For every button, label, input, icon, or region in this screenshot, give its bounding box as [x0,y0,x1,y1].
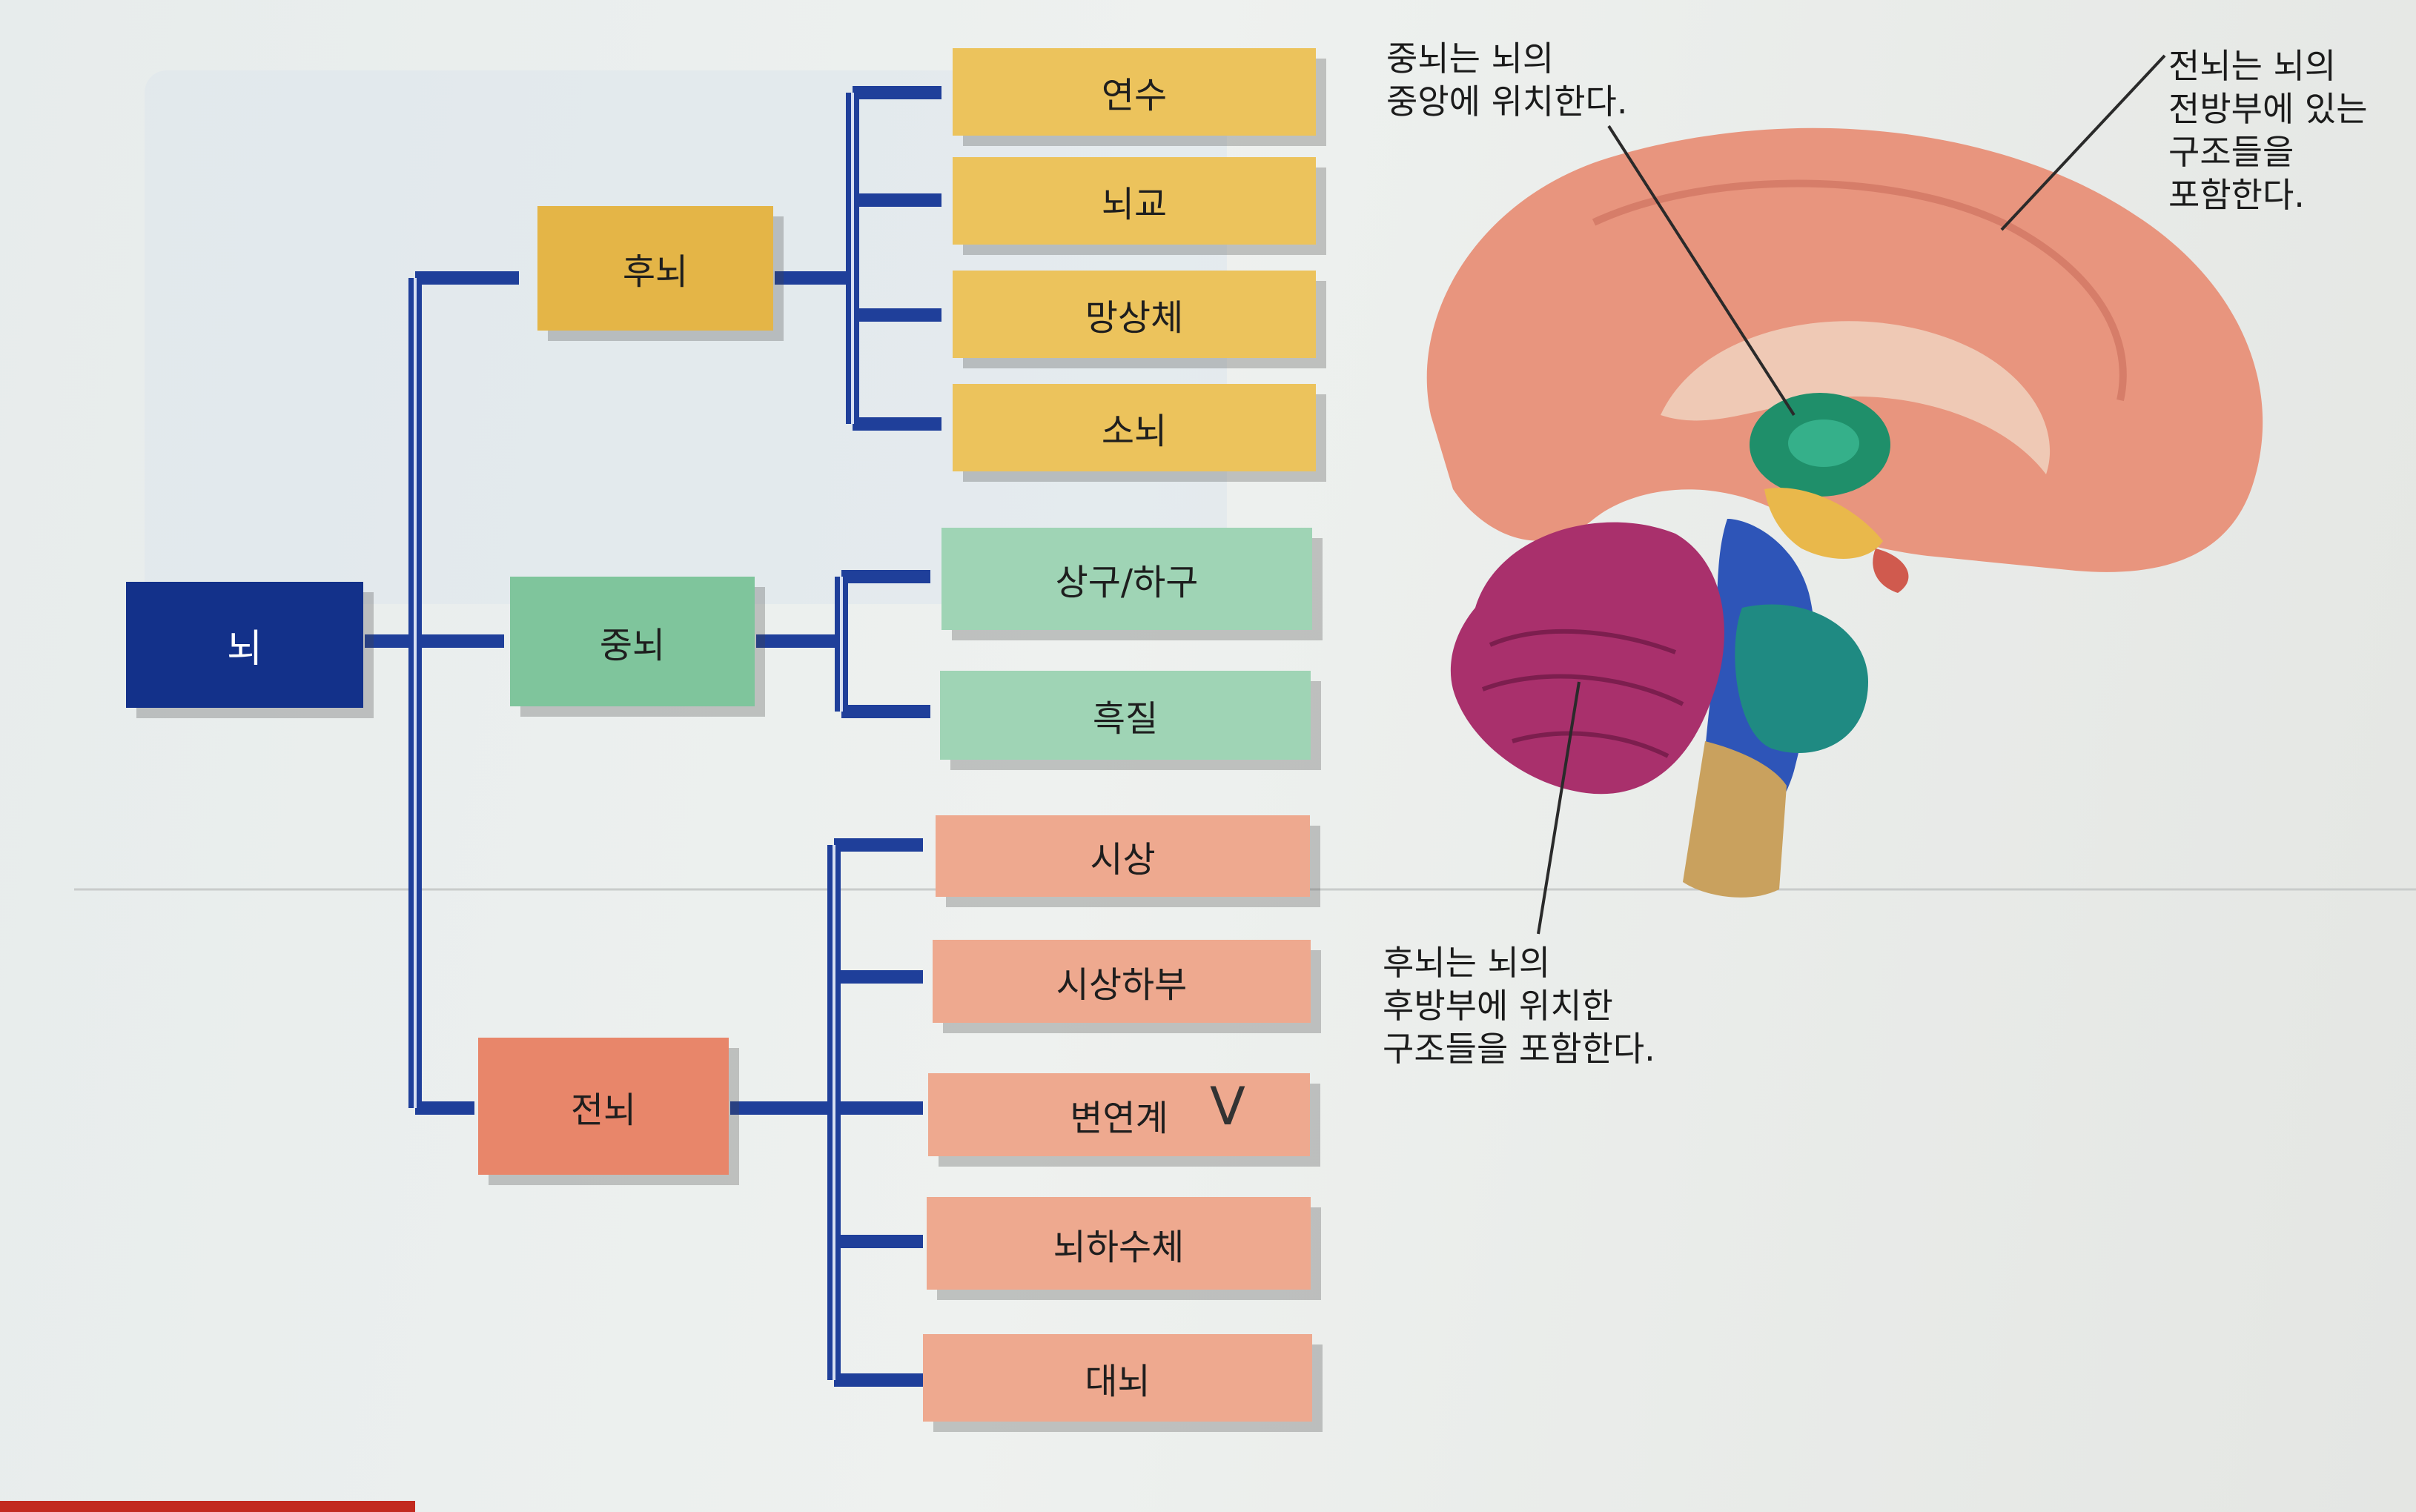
spinal-cord [1683,741,1787,898]
pituitary [1873,548,1909,593]
cerebellum [1450,522,1724,795]
hindbrain-label: 후뇌 [622,251,689,293]
midbrain-label: 중뇌 [599,624,666,666]
hindbrain-part-label: 뇌교 [1101,184,1168,225]
hindbrain-callout: 후뇌는 뇌의 후방부에 위치한 구조들을 포함한다. [1383,943,1655,1069]
cerebellum-folds [1481,629,1684,758]
forebrain-part-5: 대뇌 [923,1334,1312,1422]
hindbrain-node: 후뇌 [537,206,773,331]
root-node-brain: 뇌 [126,582,363,708]
midbrain-part-label: 흑질 [1092,698,1159,740]
forebrain-leader [2000,54,2166,231]
hindbrain-part-3: 망상체 [953,271,1316,358]
hindbrain-leader [1537,681,1581,935]
forebrain-label: 전뇌 [570,1089,637,1131]
hindbrain-part-2: 뇌교 [953,157,1316,245]
hypothalamus [1764,488,1883,559]
connector-highlights [414,93,854,1380]
brain-illustration [1426,127,2263,898]
hindbrain-part-label: 망상체 [1085,297,1184,339]
forebrain-node: 전뇌 [478,1038,729,1175]
handwritten-check-mark: V [1210,1076,1245,1137]
forebrain-part-1: 시상 [936,815,1310,897]
cerebrum-shade [1592,179,2127,402]
forebrain-part-4: 뇌하수체 [927,1197,1311,1290]
midbrain-callout: 중뇌는 뇌의 중앙에 위치한다. [1386,39,1628,122]
hindbrain-part-1: 연수 [953,48,1316,136]
forebrain-part-label: 변연계 [1070,1098,1168,1139]
callout-lines [1537,54,2166,935]
forebrain-part-2: 시상하부 [933,940,1311,1023]
pons [1735,604,1868,753]
forebrain-part-3: 변연계 [928,1073,1310,1156]
forebrain-part-label: 대뇌 [1085,1361,1151,1402]
forebrain-part-label: 시상 [1090,839,1156,881]
midbrain-leader [1607,125,1796,417]
hindbrain-part-label: 연수 [1101,75,1168,116]
thalamus-inner [1788,420,1859,467]
forebrain-part-label: 시상하부 [1056,964,1188,1006]
hindbrain-part-label: 소뇌 [1101,411,1168,452]
midbrain-part-2: 흑질 [940,671,1311,760]
forebrain-callout: 전뇌는 뇌의 전방부에 있는 구조들을 포함한다. [2168,46,2368,215]
forebrain-part-label: 뇌하수체 [1053,1226,1185,1268]
midbrain-node: 중뇌 [510,577,755,706]
root-label: 뇌 [227,626,262,672]
caption-strip [0,1501,415,1512]
midbrain-part-label: 상구/하구 [1055,562,1199,603]
midbrain-part-1: 상구/하구 [941,528,1312,630]
hindbrain-part-4: 소뇌 [953,384,1316,471]
